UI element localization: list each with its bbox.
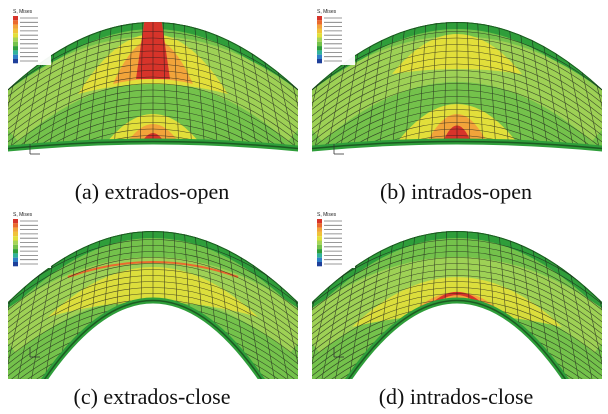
legend-swatch [13,227,18,232]
legend-swatch [13,50,18,55]
legend-swatch [13,219,18,224]
legend-swatch [13,41,18,47]
contour-legend: S, Mises [315,7,355,65]
legend-swatch [317,37,322,42]
legend-swatch [13,223,18,228]
legend-title: S, Mises [317,9,337,15]
caption-intrados-open: (b) intrados-open [379,179,533,204]
legend-title: S, Mises [13,9,33,15]
legend-swatch [317,262,322,267]
legend-swatch [317,227,322,232]
legend-swatch [13,37,18,42]
legend-swatch [13,253,18,258]
legend-swatch [317,244,322,250]
axis-triad [333,144,344,155]
legend-swatch [317,240,322,245]
contour-plot: S, Mises [8,7,298,176]
contour-plot: S, Mises [312,7,602,176]
legend-swatch [317,249,322,254]
legend-swatch [13,59,18,64]
legend-swatch [317,231,322,237]
legend-swatch [13,20,18,25]
legend-swatch [317,46,322,51]
legend-swatch [317,223,322,228]
legend-swatch [317,28,322,34]
contour-legend: S, Mises [315,210,355,268]
caption-extrados-open: (a) extrados-open [74,179,230,204]
panel-intrados-open: S, Mises [312,4,602,176]
legend-swatch [317,236,322,241]
legend-title: S, Mises [13,212,33,218]
legend-swatch [317,50,322,55]
legend-swatch [13,28,18,34]
legend-title: S, Mises [317,212,337,218]
legend-swatch [317,16,322,21]
contour-plot: S, Mises [312,210,602,379]
legend-swatch [317,59,322,64]
legend-swatch [317,24,322,29]
legend-swatch [13,231,18,237]
legend-swatch [13,257,18,262]
legend-swatch [317,33,322,38]
legend-swatch [13,240,18,245]
contour-legend: S, Mises [11,7,51,65]
caption-intrados-close: (d) intrados-close [378,384,534,409]
axis-triad [29,347,40,358]
legend-swatch [317,20,322,25]
contour-legend: S, Mises [11,210,51,268]
legend-swatch [13,16,18,21]
legend-swatch [13,244,18,250]
legend-swatch [13,249,18,254]
legend-swatch [317,253,322,258]
axis-triad [333,347,344,358]
legend-swatch [13,54,18,59]
legend-swatch [13,33,18,38]
panel-intrados-close: S, Mises [312,207,602,379]
legend-swatch [13,24,18,29]
legend-swatch [13,46,18,51]
legend-swatch [317,41,322,47]
legend-swatch [317,219,322,224]
axis-triad [29,144,40,155]
panel-extrados-close: S, Mises [8,207,298,379]
legend-swatch [317,54,322,59]
legend-swatch [13,262,18,267]
caption-extrados-close: (c) extrados-close [73,384,231,409]
legend-swatch [317,257,322,262]
legend-swatch [13,236,18,241]
contour-plot: S, Mises [8,210,298,379]
panel-extrados-open: S, Mises [8,4,298,176]
